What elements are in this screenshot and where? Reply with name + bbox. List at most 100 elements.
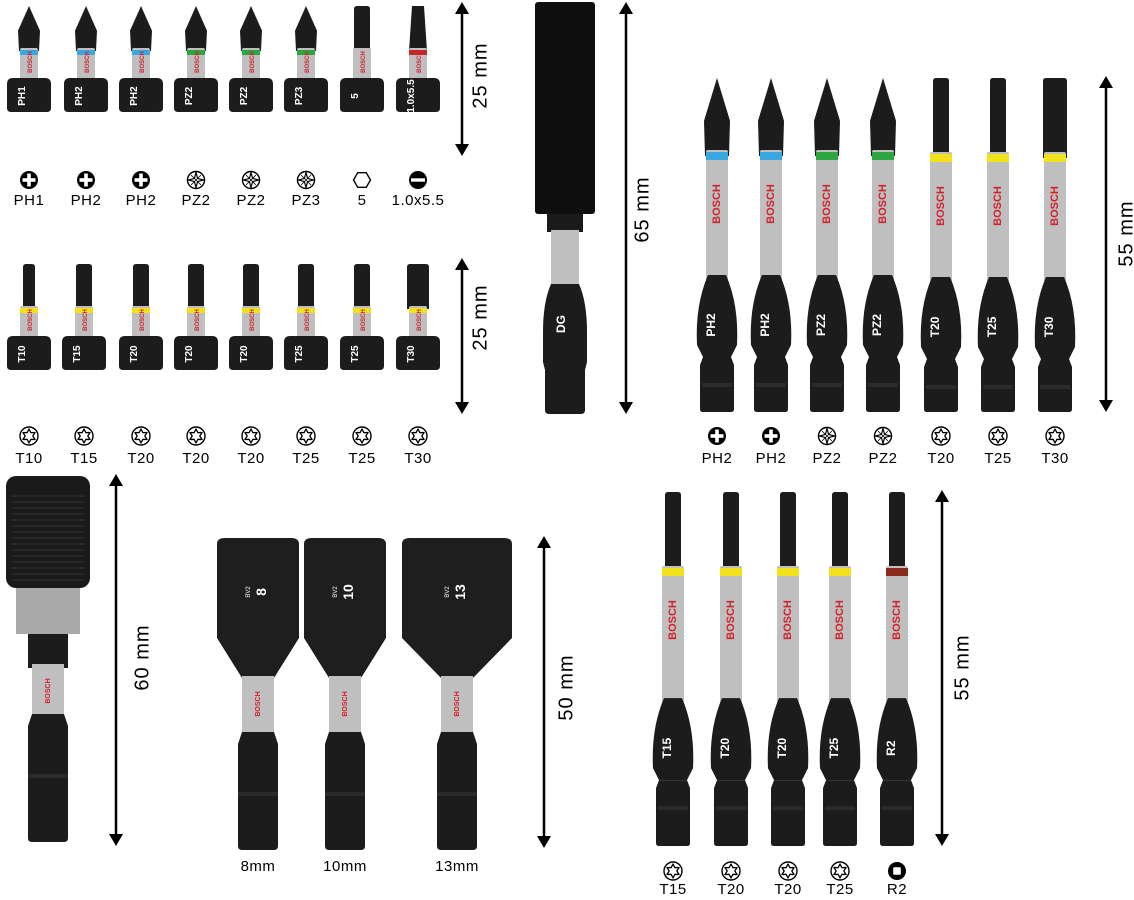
row2-bit-7: T30 BOSCH [393,262,443,372]
svg-text:BOSCH: BOSCH [992,186,1004,226]
row2-label: T10 [15,450,43,467]
pozidriv-icon [817,426,837,446]
torx-icon [663,861,683,881]
torx-icon [131,426,151,446]
long-bottom-dimension: 55 mm [951,634,974,701]
long-bottom-label: T25 [826,881,854,898]
long-top-label: T20 [927,450,955,467]
torx-icon [352,426,372,446]
square-icon [887,861,907,881]
row2-label: T15 [70,450,98,467]
row2-bit-3: T20 BOSCH [171,262,221,372]
long-top-bit-1: BOSCH PH2 [746,76,796,412]
svg-text:BOSCH: BOSCH [891,600,903,640]
svg-text:T25: T25 [827,737,841,758]
guide-dimension: 65 mm [631,176,654,243]
svg-text:10: 10 [340,584,356,600]
nut-label: 13mm [435,858,479,875]
row1-label: 1.0x5.5 [391,192,445,209]
torx-icon [721,861,741,881]
svg-text:BOSCH: BOSCH [417,51,423,73]
svg-text:PH2: PH2 [758,313,772,337]
svg-text:T30: T30 [1042,316,1056,337]
phillips-icon [19,170,39,190]
svg-text:T20: T20 [928,316,942,337]
svg-text:BOSCH: BOSCH [821,184,833,224]
long-bottom-label: T15 [659,881,687,898]
row1-label: PZ3 [291,192,321,209]
svg-text:T20: T20 [184,345,195,363]
row1-label: PZ2 [236,192,266,209]
svg-text:BOSCH: BOSCH [85,51,91,73]
row2-arrow [454,258,470,421]
torx-icon [186,426,206,446]
svg-text:T25: T25 [294,345,305,363]
svg-text:PH1: PH1 [17,86,28,106]
svg-text:BOSCH: BOSCH [45,678,52,703]
svg-text:BOSCH: BOSCH [1049,186,1061,226]
long-top-arrow [1098,76,1114,419]
svg-text:PH2: PH2 [704,313,718,337]
phillips-icon [76,170,96,190]
svg-text:BOSCH: BOSCH [250,51,256,73]
pozidriv-icon [186,170,206,190]
nut-arrow [536,536,552,855]
svg-text:BOSCH: BOSCH [195,309,201,331]
svg-text:BOSCH: BOSCH [250,309,256,331]
holder-dimension: 60 mm [131,624,154,691]
svg-text:DG: DG [554,315,568,333]
long-top-label: PH2 [755,450,787,467]
svg-text:BOSCH: BOSCH [140,309,146,331]
svg-text:BOSCH: BOSCH [417,309,423,331]
phillips-icon [707,426,727,446]
nut-label: 8mm [240,858,276,875]
pozidriv-icon [296,170,316,190]
svg-text:5: 5 [350,93,361,99]
pozidriv-icon [873,426,893,446]
svg-text:PZ2: PZ2 [870,314,884,336]
row1-label: 5 [357,192,367,209]
svg-text:T30: T30 [406,345,417,363]
svg-text:BOSCH: BOSCH [140,51,146,73]
svg-text:T20: T20 [775,737,789,758]
svg-text:BOSCH: BOSCH [782,600,794,640]
nut-label: 10mm [323,858,367,875]
svg-text:T10: T10 [17,345,28,363]
svg-text:PZ3: PZ3 [294,86,305,105]
long-top-label: PZ2 [868,450,898,467]
torx-icon [988,426,1008,446]
row1-label: PZ2 [181,192,211,209]
row1-label: PH2 [125,192,157,209]
row2-dimension: 25 mm [469,284,492,351]
row1-label: PH1 [13,192,45,209]
long-bottom-label: R2 [886,881,908,898]
svg-text:BOSCH: BOSCH [195,51,201,73]
svg-text:BOSCH: BOSCH [361,309,367,331]
svg-text:BV2: BV2 [445,586,451,598]
svg-text:BV2: BV2 [333,586,339,598]
nut-dimension: 50 mm [555,654,578,721]
slot-icon [408,170,428,190]
row2-label: T25 [348,450,376,467]
svg-text:BOSCH: BOSCH [765,184,777,224]
torx-icon [931,426,951,446]
long-top-label: T25 [984,450,1012,467]
row1-dimension: 25 mm [469,42,492,109]
